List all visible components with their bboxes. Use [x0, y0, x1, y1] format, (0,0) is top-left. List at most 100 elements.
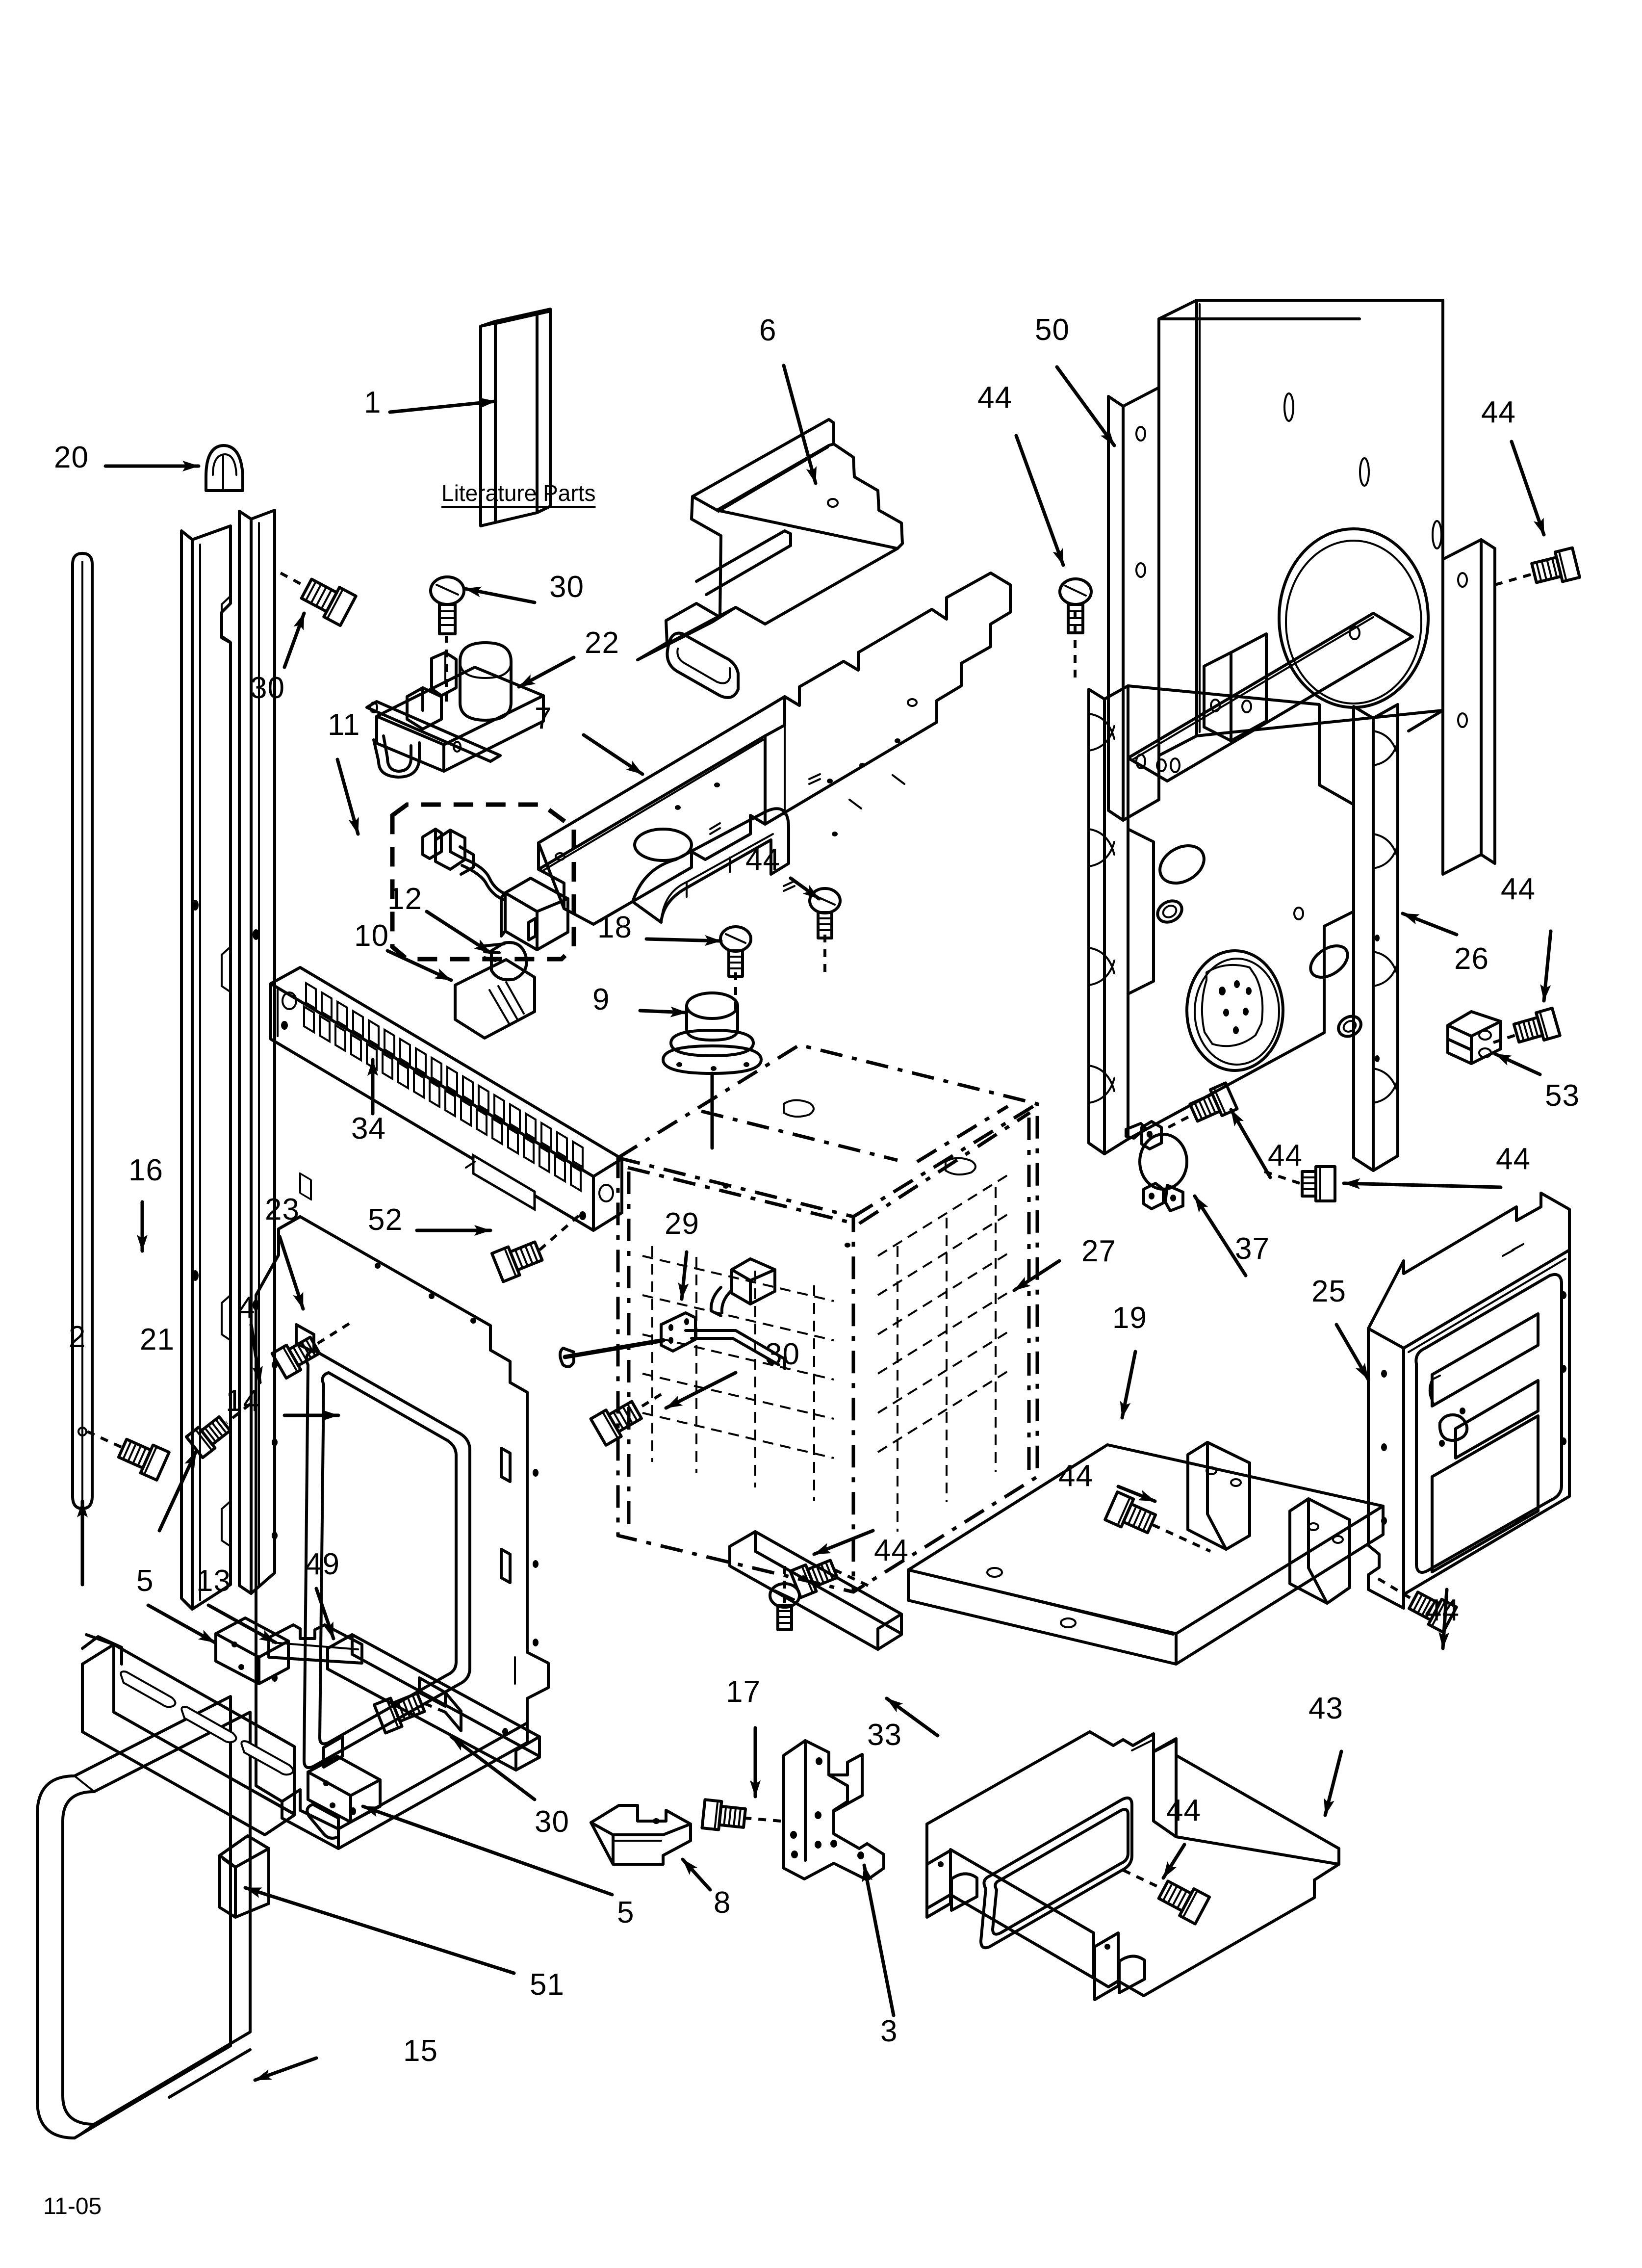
callout-33: 33: [867, 1718, 902, 1752]
part-thermal-switch: [1125, 1120, 1188, 1212]
callout-14: 14: [226, 1384, 260, 1418]
callout-29: 29: [665, 1207, 699, 1241]
callout-4: 4: [238, 1291, 256, 1325]
callout-5-b: 5: [617, 1896, 635, 1929]
callout-18: 18: [597, 911, 632, 944]
part-door-catch: [267, 1623, 363, 1665]
callout-25: 25: [1311, 1275, 1346, 1308]
part-trim-cap: [205, 444, 244, 492]
part-bottom-panel: [907, 1441, 1385, 1666]
part-screw-44-deck: [808, 887, 842, 974]
section-label-literature-parts: Literature Parts: [441, 480, 596, 506]
part-screw-30-blower: [429, 575, 465, 702]
callout-44-c: 44: [745, 843, 780, 877]
callout-44-a: 44: [977, 381, 1012, 415]
callout-26: 26: [1454, 942, 1489, 976]
callout-3: 3: [880, 2014, 898, 2048]
callout-44-b: 44: [1481, 395, 1516, 429]
part-vent-tube: [662, 991, 763, 1150]
part-screw-44-bottompanel: [1103, 1490, 1211, 1553]
callout-44-j: 44: [1166, 1794, 1201, 1827]
part-hinge-bracket: [782, 1739, 885, 1881]
part-front-trim-rail: [728, 1530, 903, 1651]
part-screw-44-thermal: [1167, 1081, 1239, 1129]
part-lamp-socket: [421, 828, 507, 901]
callout-6: 6: [759, 313, 777, 347]
part-screw-44-access-top: [1264, 1165, 1336, 1202]
callout-37: 37: [1235, 1232, 1270, 1266]
part-screw-30-support: [372, 1676, 462, 1735]
callout-43: 43: [1308, 1692, 1343, 1725]
callout-49: 49: [305, 1547, 340, 1581]
callout-30-d: 30: [535, 1805, 569, 1839]
callout-21: 21: [140, 1323, 175, 1356]
callout-8: 8: [714, 1886, 731, 1920]
part-light-assembly-group-box: [390, 802, 576, 962]
part-side-trim-strip: [71, 552, 94, 1510]
callout-9: 9: [592, 983, 610, 1017]
part-blower-motor-assembly: [365, 641, 545, 779]
part-top-panel: [636, 418, 904, 699]
callout-16: 16: [128, 1153, 163, 1187]
callout-34: 34: [351, 1112, 386, 1146]
part-screw-44-basepan: [1122, 1869, 1211, 1926]
callout-11: 11: [328, 708, 360, 742]
callout-30-c: 30: [765, 1337, 800, 1371]
part-screw-17: [700, 1726, 781, 1831]
part-oven-cavity: [559, 1043, 1039, 1594]
callout-7: 7: [535, 702, 552, 735]
part-rear-panel: [1107, 299, 1496, 876]
callout-12: 12: [387, 882, 422, 916]
part-screw-44-rearpanel: [1494, 546, 1581, 586]
part-screw-52: [490, 1214, 580, 1283]
callout-44-e: 44: [1268, 1139, 1303, 1173]
callout-10: 10: [354, 919, 389, 953]
part-door-stop-block-lower: [307, 1755, 382, 1824]
sheet-revision-code: 11-05: [43, 2193, 102, 2219]
callout-2: 2: [69, 1320, 86, 1354]
part-lens-plate: [454, 958, 536, 1040]
callout-15: 15: [403, 2034, 438, 2068]
part-support-bar: [326, 1633, 541, 1772]
part-screw-44-rail: [769, 1563, 801, 1631]
callout-44-g: 44: [1058, 1459, 1093, 1493]
part-bracket-clip: [590, 1804, 692, 1866]
callout-52: 52: [368, 1203, 403, 1237]
callout-17: 17: [726, 1675, 761, 1709]
part-screw-4: [184, 1403, 251, 1460]
part-screw-16: [86, 1430, 171, 1482]
part-door-liner-strip: [81, 1633, 296, 1836]
part-rear-access-panel: [1367, 1192, 1571, 1610]
callout-44-f: 44: [1496, 1142, 1531, 1176]
callout-20: 20: [54, 441, 89, 474]
callout-44-h: 44: [874, 1534, 909, 1567]
callout-22: 22: [585, 626, 619, 660]
part-corner-block: [218, 1834, 270, 1919]
callout-53: 53: [1545, 1079, 1580, 1113]
part-door-latch-rod: [559, 1257, 786, 1370]
part-door-frame: [255, 1215, 550, 1850]
part-wire-clip: [1446, 1010, 1502, 1065]
callout-30-b: 30: [250, 671, 285, 705]
part-lamp-lens: [500, 877, 569, 951]
part-literature-booklet: [479, 308, 552, 527]
callout-44-i: 44: [1425, 1593, 1460, 1627]
callout-27: 27: [1081, 1234, 1116, 1268]
part-side-rail: [1087, 612, 1414, 1172]
callout-30-a: 30: [549, 570, 584, 604]
callout-44-d: 44: [1501, 872, 1536, 906]
callout-50: 50: [1035, 313, 1070, 347]
callout-1: 1: [364, 386, 382, 419]
part-screw-left-panel: [280, 572, 358, 627]
callout-51: 51: [530, 1968, 564, 2002]
part-vent-grille: [269, 966, 623, 1232]
part-screw-30-cavity: [589, 1393, 662, 1447]
part-screw-44-clip: [1493, 1006, 1562, 1044]
callout-19: 19: [1112, 1301, 1147, 1335]
callout-23: 23: [265, 1193, 300, 1226]
part-door-gasket: [36, 1695, 252, 2139]
callout-5-a: 5: [136, 1564, 154, 1598]
part-base-pan: [925, 1730, 1340, 2001]
